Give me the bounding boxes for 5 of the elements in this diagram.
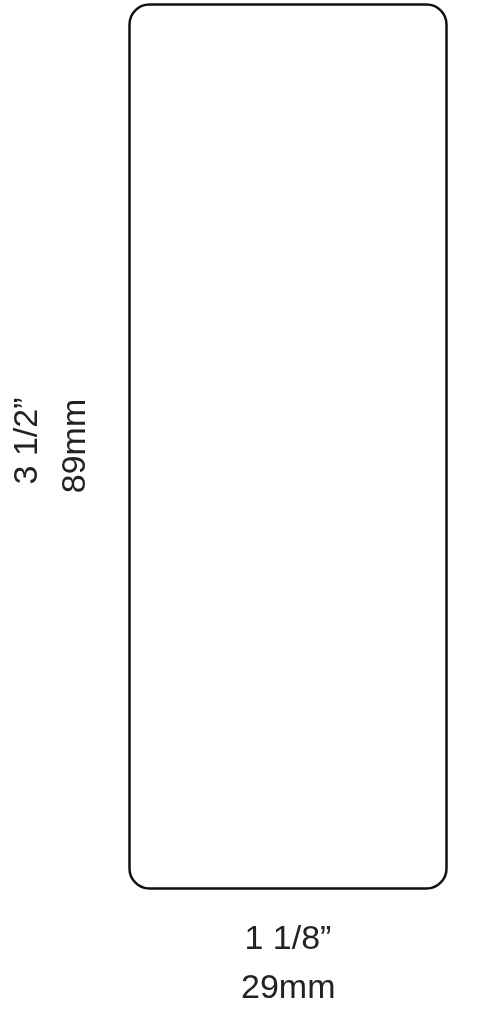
width-dimension: 29mm xyxy=(241,969,336,1003)
height-dimension: 3 1/2” xyxy=(8,397,42,485)
label-outline xyxy=(128,3,448,890)
height-dimension: 89mm xyxy=(56,398,91,494)
width-dimension: 1 1/8” xyxy=(244,920,332,954)
